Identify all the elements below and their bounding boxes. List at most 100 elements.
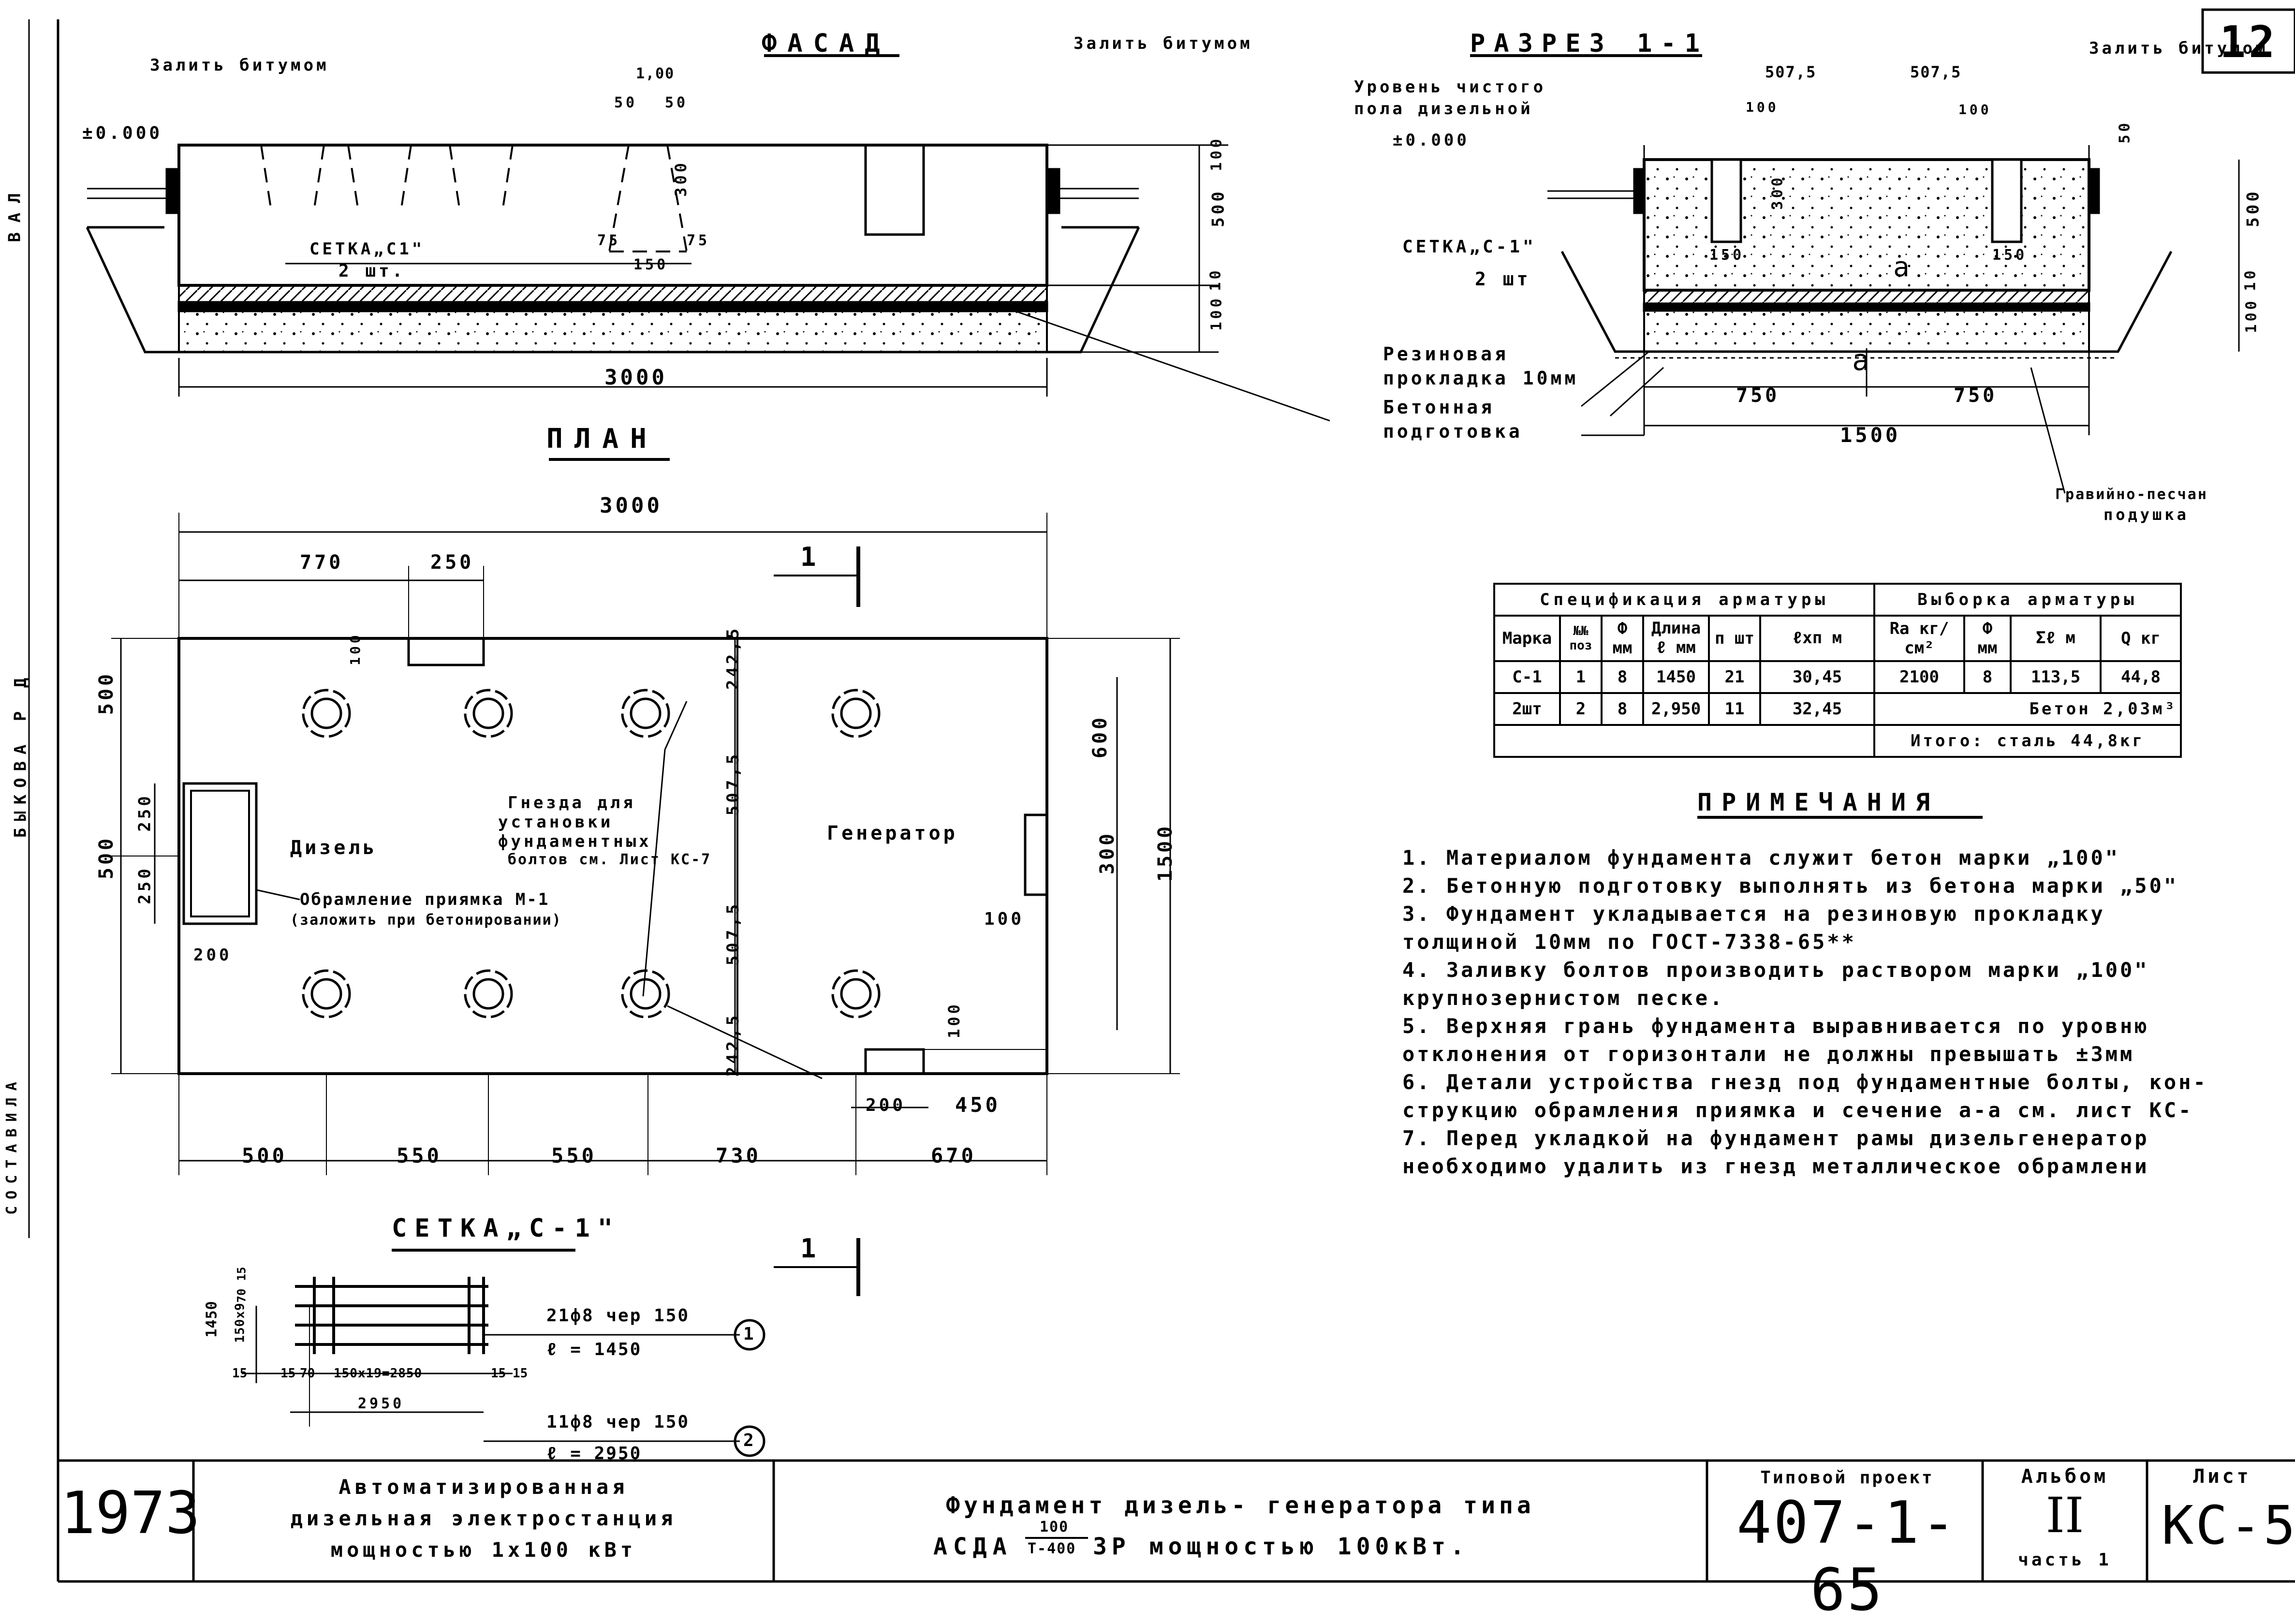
mesh-dim-15d: 15	[491, 1366, 506, 1381]
plan-diesel-label: Дизель	[290, 837, 378, 859]
spec-head-left: Спецификация арматуры	[1493, 583, 1875, 617]
table-row: Марка №№ поз Ф мм Длина ℓ мм п шт ℓхп м …	[1493, 615, 2182, 662]
margin-label-bottom: СОСТАВИЛА	[3, 1075, 20, 1215]
facade-view	[86, 144, 1330, 422]
table-cell: 8	[1601, 660, 1644, 694]
table-cell: 44,8	[2100, 660, 2182, 694]
plan-dim-bottom-5: 670	[931, 1144, 976, 1167]
facade-dim-10: 10	[1207, 267, 1224, 291]
table-cell: 2шт	[1493, 692, 1561, 726]
sheet-corner-box	[2201, 8, 2295, 74]
tb-sheet-label: Лист	[2193, 1465, 2251, 1488]
mesh-pos2-b: ℓ = 2950	[546, 1444, 642, 1463]
table-cell: 11	[1708, 692, 1761, 726]
section-title: РАЗРЕЗ 1-1	[1470, 29, 1709, 58]
note-line: 3. Фундамент укладывается на резиновую п…	[1402, 902, 2105, 926]
plan-dim-250: 250	[430, 551, 474, 574]
col-header: Марка	[1493, 615, 1561, 662]
plan-dim-left-500a: 500	[95, 671, 118, 715]
plan-dim-100b: 100	[944, 1002, 963, 1038]
spec-total: Итого: сталь 44,8кг	[1873, 724, 2182, 758]
tb-part: часть 1	[2018, 1550, 2112, 1570]
plan-pit-1: Обрамление приямка М-1	[300, 890, 550, 909]
section-dim-150b: 150	[1992, 247, 2028, 264]
mesh-dim-15a: 15	[235, 1267, 249, 1281]
table-row: Спецификация арматуры Выборка арматуры	[1493, 583, 2182, 617]
plan-title: ПЛАН	[546, 423, 658, 455]
mesh-dim-1450: 1450	[203, 1300, 221, 1338]
table-cell: 113,5	[2010, 660, 2102, 694]
section-gravel-1: Гравийно-песчан	[2055, 486, 2208, 503]
col-header: Q кг	[2100, 615, 2182, 662]
section-dim-500: 500	[2243, 189, 2263, 227]
mesh-dim-15e: 15	[513, 1366, 528, 1381]
col-header: Длина ℓ мм	[1642, 615, 1710, 662]
section-dim-50: 50	[2116, 120, 2133, 144]
table-cell: 8	[1601, 692, 1644, 726]
note-line: 2. Бетонную подготовку выполнять из бето…	[1402, 874, 2179, 898]
plan-dim-200: 200	[866, 1095, 906, 1115]
col-header: Σℓ м	[2010, 615, 2102, 662]
section-dim-750b: 750	[1954, 384, 1998, 407]
tb-album-label: Альбом	[2021, 1465, 2109, 1488]
tb-project-label: Типовой проект	[1760, 1468, 1934, 1488]
bolt-nest	[831, 689, 881, 738]
bolt-nest	[621, 969, 670, 1019]
plan-dim-bottom-2: 550	[397, 1144, 442, 1167]
tb-name-fraction-num: 100	[1040, 1519, 1069, 1535]
spec-concrete: Бетон 2,03м³	[1873, 692, 2182, 726]
tb-name-2b: 3Р мощностью 100кВт.	[1093, 1533, 1469, 1560]
section-concrete-1: Бетонная	[1383, 397, 1495, 418]
plan-cut-mark-bottom: 1	[800, 1233, 819, 1264]
facade-dim-100r: 100	[1208, 136, 1225, 171]
plan-dim-100r: 100	[984, 909, 1025, 929]
plan-dim-bottom-4: 730	[716, 1144, 761, 1167]
tb-sheet-number: КС-5	[2162, 1494, 2295, 1556]
note-line: толщиной 10мм по ГОСТ-7338-65**	[1402, 930, 1856, 954]
facade-dim-50a: 50	[614, 94, 638, 111]
mesh-dim-2950: 2950	[358, 1395, 405, 1412]
facade-dim-300: 300	[671, 160, 690, 197]
plan-dim-600: 600	[1089, 714, 1112, 759]
mesh-dim-15b: 15	[232, 1366, 248, 1381]
tb-year: 1973	[60, 1480, 200, 1547]
section-floor-level-2: пола дизельной	[1354, 99, 1533, 118]
plan-generator-label: Генератор	[827, 822, 958, 844]
plan-dim-5075b: 507,5	[723, 901, 743, 966]
fraction-bar	[1025, 1537, 1088, 1539]
table-cell: 1	[1559, 660, 1603, 694]
plan-dim-1500: 1500	[1154, 823, 1177, 882]
table-cell: 2,950	[1642, 692, 1710, 726]
plan-dim-450: 450	[955, 1093, 1000, 1117]
note-line: 6. Детали устройства гнезд под фундамент…	[1402, 1070, 2208, 1094]
bolt-nest	[621, 689, 670, 738]
table-cell: 8	[1963, 660, 2012, 694]
bolt-nest	[464, 689, 513, 738]
position-2-circle	[734, 1425, 765, 1457]
col-header: Ф мм	[1601, 615, 1644, 662]
table-row: 2шт 2 8 2,950 11 32,45 Бетон 2,03м³	[1493, 692, 2182, 726]
section-floor-level-1: Уровень чистого	[1354, 77, 1546, 97]
note-line: 1. Материалом фундамента служит бетон ма…	[1402, 846, 2120, 870]
section-view	[1547, 145, 2240, 494]
facade-dim-3000: 3000	[604, 365, 667, 390]
plan-nests-4: болтов см. Лист КС-7	[508, 851, 712, 868]
section-bitumen: Залить битумом	[2089, 39, 2268, 58]
note-line: необходимо удалить из гнезд металлическо…	[1402, 1154, 2149, 1178]
table-cell: 30,45	[1759, 660, 1875, 694]
plan-dim-left-500b: 500	[95, 835, 118, 880]
col-header: ℓхп м	[1759, 615, 1875, 662]
section-dim-750a: 750	[1736, 384, 1780, 407]
mesh-dim-70: 70	[235, 1288, 249, 1303]
section-dim-5075a: 507,5	[1765, 63, 1817, 81]
note-line: крупнозернистом песке.	[1402, 986, 1725, 1010]
sheet-corner-number: 12	[2220, 17, 2278, 68]
mesh-pos1-a: 21ф8 чер 150	[546, 1306, 690, 1326]
section-rubber-2: прокладка 10мм	[1383, 368, 1579, 389]
mesh-dim-150x19: 150x19=2850	[334, 1366, 423, 1381]
table-cell: 1450	[1642, 660, 1710, 694]
tb-name-1: Фундамент дизель- генератора типа	[946, 1492, 1535, 1519]
plan-dim-left-250b: 250	[135, 866, 155, 904]
note-line: 7. Перед укладкой на фундамент рамы дизе…	[1402, 1126, 2149, 1150]
